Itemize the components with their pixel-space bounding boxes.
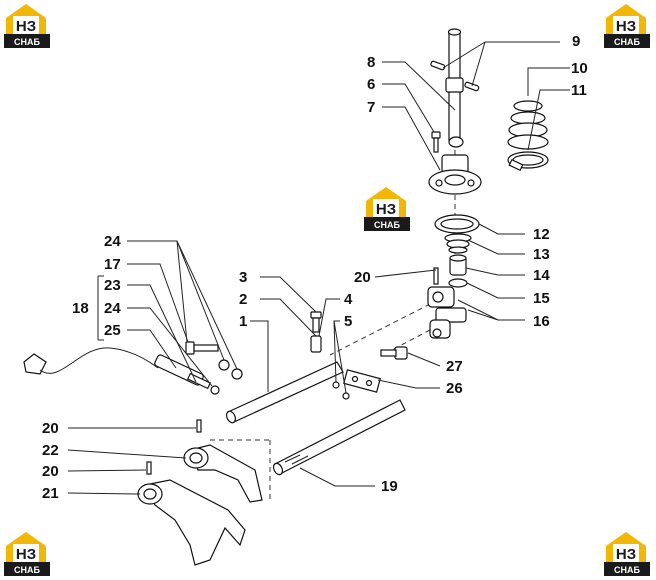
- screw-27: [380, 346, 408, 360]
- callout-24-top: 24: [104, 233, 121, 250]
- logo-caption: СНАБ: [14, 37, 40, 47]
- washers-24: [218, 359, 243, 380]
- callout-5: 5: [344, 313, 352, 330]
- pin-20-lower: [146, 461, 152, 475]
- callout-8: 8: [367, 54, 375, 71]
- bolt-3: [310, 311, 322, 333]
- plate-26: [343, 369, 381, 393]
- callout-6: 6: [367, 76, 375, 93]
- callout-20-middle: 20: [42, 420, 59, 437]
- callout-12: 12: [533, 226, 550, 243]
- callout-13: 13: [533, 246, 550, 263]
- logo-mark: НЗ: [616, 18, 636, 35]
- callout-25: 25: [104, 322, 121, 339]
- logo-center: НЗ СНАБ: [364, 187, 410, 231]
- spring-4: [310, 335, 322, 353]
- logo-bottom-right: НЗ СНАБ: [604, 532, 650, 576]
- logo-caption: СНАБ: [374, 220, 400, 230]
- callout-21: 21: [42, 485, 59, 502]
- logo-caption: СНАБ: [14, 565, 40, 575]
- callout-14: 14: [533, 267, 550, 284]
- callout-16: 16: [533, 313, 550, 330]
- logo-bottom-left: НЗ СНАБ: [4, 532, 50, 576]
- rubber-boot: [507, 100, 549, 150]
- logo-caption: СНАБ: [614, 565, 640, 575]
- callout-11: 11: [571, 82, 587, 99]
- callout-9: 9: [572, 33, 580, 50]
- logo-mark: НЗ: [376, 201, 396, 218]
- shift-rail-1: [225, 361, 344, 424]
- leader-lines: [67, 41, 570, 495]
- callout-15: 15: [533, 290, 550, 307]
- callout-4: 4: [344, 291, 353, 308]
- callout-7: 7: [367, 99, 375, 116]
- switch-assembly-18: [23, 347, 220, 395]
- callout-20-upper: 20: [354, 269, 371, 286]
- callout-22: 22: [42, 442, 59, 459]
- bushing-14: [449, 254, 467, 276]
- clamp-11: [507, 151, 549, 172]
- logo-mark: НЗ: [16, 546, 36, 563]
- pin-20-middle: [196, 419, 202, 433]
- spring-13: [444, 233, 472, 254]
- logo-mark: НЗ: [616, 546, 636, 563]
- seal-12: [434, 214, 480, 234]
- callout-23: 23: [104, 277, 121, 294]
- shift-rail-19: [272, 399, 406, 476]
- logo-top-right: НЗ СНАБ: [604, 4, 650, 48]
- bolt-6: [431, 131, 441, 153]
- logo-mark: НЗ: [16, 18, 36, 35]
- shift-lever: [430, 28, 480, 148]
- callout-2: 2: [239, 291, 247, 308]
- callout-17: 17: [104, 256, 121, 273]
- callout-27: 27: [446, 358, 463, 375]
- fork-21: [137, 479, 246, 566]
- fork-22: [183, 444, 263, 503]
- bolt-17: [185, 341, 219, 355]
- lever-housing: [428, 154, 482, 195]
- callout-10: 10: [571, 60, 588, 77]
- callout-18: 18: [72, 300, 89, 317]
- callout-3: 3: [239, 269, 247, 286]
- ring-15: [448, 278, 468, 288]
- callout-26: 26: [446, 380, 463, 397]
- callout-19: 19: [381, 478, 398, 495]
- logo-top-left: НЗ СНАБ: [4, 4, 50, 48]
- callout-24-lower: 24: [104, 300, 121, 317]
- logo-caption: СНАБ: [614, 37, 640, 47]
- pin-20-upper: [433, 267, 439, 285]
- callout-labels: 9 8 6 7 10 11 12 13 14 15 16 20 3 2 4 5 …: [42, 33, 588, 502]
- selector-block-16: [427, 286, 467, 339]
- callout-1: 1: [239, 313, 247, 330]
- callout-20-lower: 20: [42, 463, 59, 480]
